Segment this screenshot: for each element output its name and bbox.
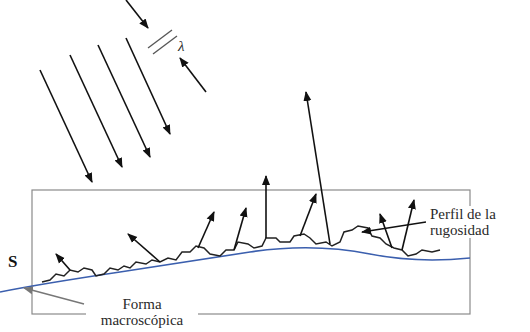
profile-label: Perfil de la rugosidad (429, 206, 527, 238)
roughness-profile (42, 226, 440, 282)
leader-line (362, 222, 426, 232)
reflected-rays (56, 92, 414, 270)
wavelength-marks (148, 30, 177, 54)
incident-rays (40, 0, 206, 182)
surface-symbol: S (8, 254, 17, 270)
shape-label: Forma macroscópica (86, 296, 198, 328)
leader-line (24, 288, 84, 304)
wavelength-symbol: λ (178, 38, 185, 54)
